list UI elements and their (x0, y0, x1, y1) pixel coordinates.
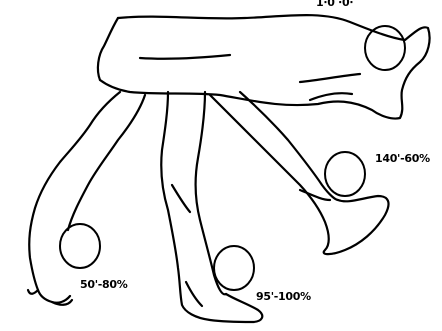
marker-top (365, 26, 405, 70)
label-top-partial: 1∙0 ∙0∙ (316, 0, 353, 9)
mid-stance-leg (161, 92, 262, 322)
joint-markers (60, 26, 405, 290)
extended-leg (98, 15, 430, 118)
label-50-80: 50'-80% (80, 278, 127, 291)
label-140-60: 140'-60% (375, 152, 430, 165)
marker-50 (60, 224, 100, 268)
marker-95 (214, 246, 254, 290)
label-95-100: 95'-100% (256, 290, 311, 303)
toe-off-leg (210, 92, 389, 254)
marker-140 (325, 152, 365, 196)
heel-leg (28, 92, 145, 305)
